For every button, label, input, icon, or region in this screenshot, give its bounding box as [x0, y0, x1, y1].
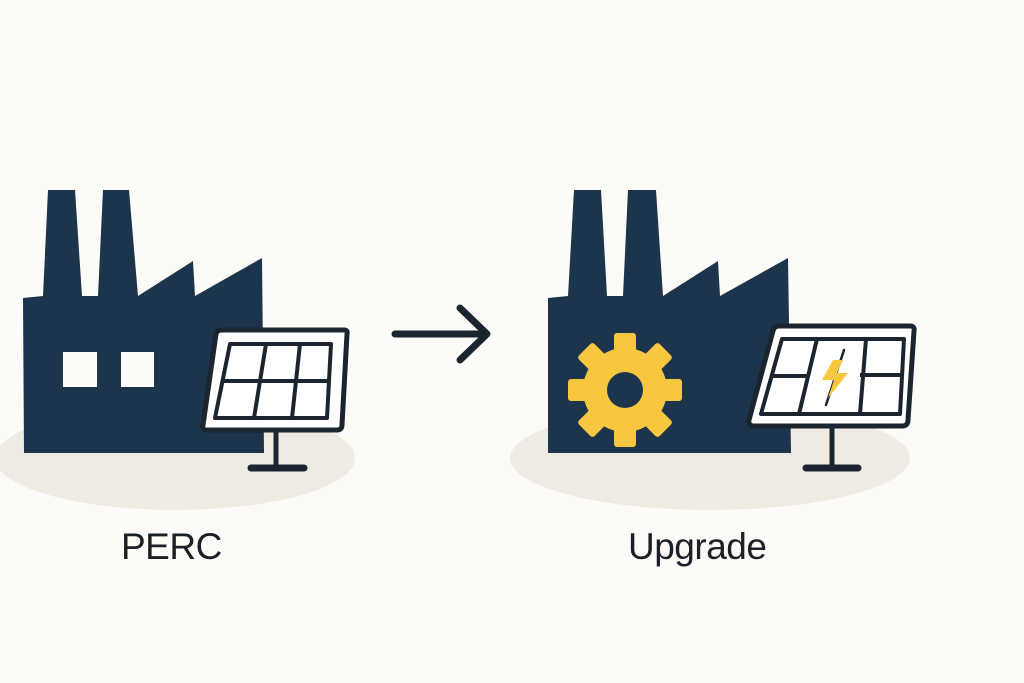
gear-icon — [568, 333, 682, 447]
stage-label-perc: PERC — [121, 526, 222, 567]
stage-label-upgrade: Upgrade — [628, 526, 767, 567]
factory-window-icon — [63, 352, 97, 387]
stage-before — [0, 190, 355, 510]
solar-panel-icon — [200, 327, 350, 472]
factory-window-icon — [121, 352, 154, 387]
lightning-bolt-icon — [822, 348, 848, 407]
factory-icon — [23, 190, 264, 453]
arrow-right-icon — [391, 304, 491, 364]
stage-after — [510, 190, 917, 510]
